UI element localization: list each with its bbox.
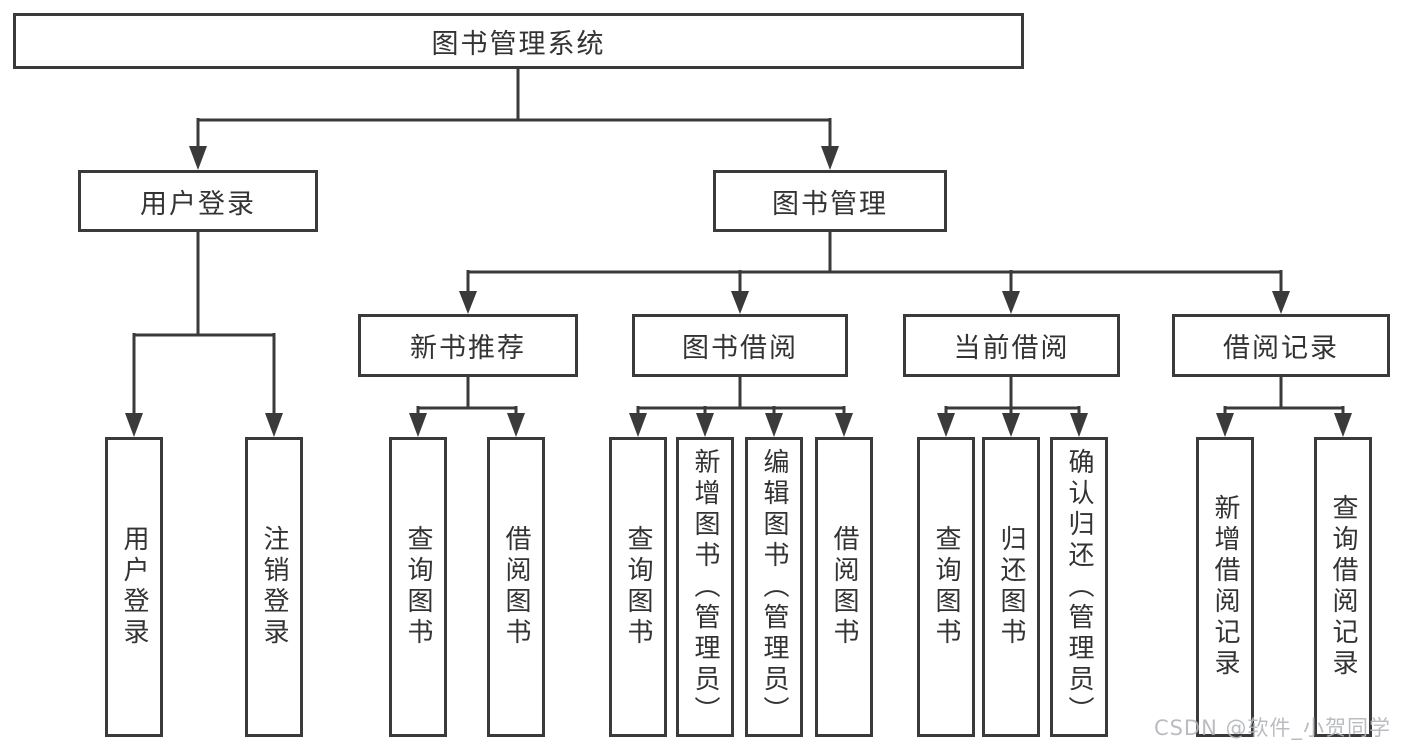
leaf-query-books-borrowing: 查询图书 [609, 437, 667, 737]
leaf-borrow-books-recommend: 借阅图书 [487, 437, 545, 737]
node-label: 查询图书 [623, 525, 653, 649]
node-label: 查询图书 [403, 525, 433, 649]
leaf-query-borrow-record: 查询借阅记录 [1314, 437, 1372, 737]
node-label: 查询借阅记录 [1328, 494, 1358, 680]
leaf-query-books-current: 查询图书 [917, 437, 975, 737]
node-book-management: 图书管理 [713, 170, 947, 232]
node-label: 用户登录 [119, 525, 149, 649]
node-label: 确认归还（管理员） [1064, 447, 1094, 727]
leaf-borrow-books-borrowing: 借阅图书 [815, 437, 873, 737]
node-label: 图书借阅 [682, 333, 798, 364]
node-label: 图书管理 [772, 188, 888, 220]
node-new-book-recommend: 新书推荐 [358, 314, 578, 377]
leaf-edit-books-admin: 编辑图书（管理员） [745, 437, 803, 737]
node-current-borrowing: 当前借阅 [903, 314, 1120, 377]
csdn-watermark: CSDN @软件_小贺同学 [1153, 716, 1391, 740]
leaf-add-books-admin: 新增图书（管理员） [676, 437, 734, 737]
arrowheads [125, 146, 1352, 437]
leaf-user-login: 用户登录 [105, 437, 163, 737]
node-label: 借阅图书 [501, 525, 531, 649]
node-label: 当前借阅 [953, 333, 1070, 364]
node-label: 查询图书 [931, 525, 961, 649]
leaf-confirm-return-admin: 确认归还（管理员） [1050, 437, 1108, 737]
node-label: 借阅记录 [1223, 333, 1339, 364]
node-user-login: 用户登录 [78, 170, 318, 232]
node-label: 用户登录 [140, 188, 256, 220]
leaf-return-books: 归还图书 [982, 437, 1040, 737]
node-book-borrowing: 图书借阅 [632, 314, 848, 377]
node-label: 新增借阅记录 [1210, 494, 1240, 680]
leaf-add-borrow-record: 新增借阅记录 [1196, 437, 1254, 737]
node-label: 图书管理系统 [431, 28, 606, 60]
leaf-query-books-recommend: 查询图书 [389, 437, 447, 737]
node-label: 新增图书（管理员） [690, 447, 720, 727]
node-borrow-records: 借阅记录 [1172, 314, 1390, 377]
node-label: 归还图书 [996, 525, 1026, 649]
node-label: 借阅图书 [829, 525, 859, 649]
node-label: 注销登录 [259, 525, 289, 649]
leaf-logout-login: 注销登录 [245, 437, 303, 737]
node-label: 新书推荐 [410, 333, 526, 364]
node-label: 编辑图书（管理员） [759, 447, 789, 727]
node-library-management-system: 图书管理系统 [13, 13, 1024, 69]
